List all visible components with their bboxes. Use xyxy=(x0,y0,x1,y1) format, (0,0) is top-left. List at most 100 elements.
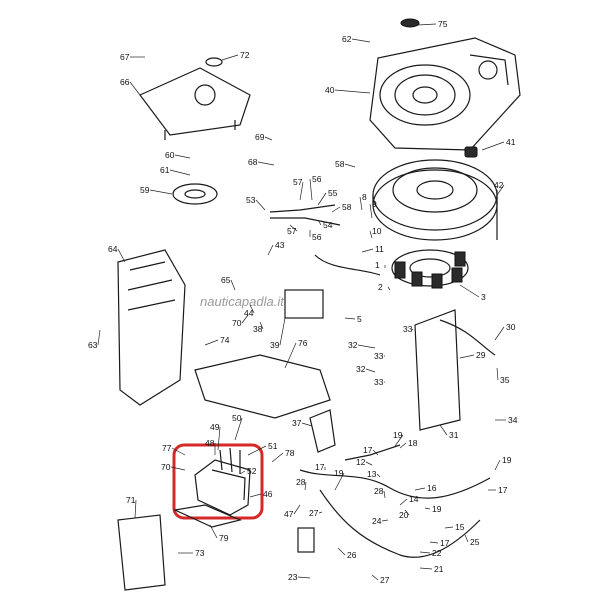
leader-line xyxy=(481,141,505,151)
watermark: nauticapadla.it xyxy=(200,294,285,309)
callout-number: 52 xyxy=(247,466,257,476)
callout-number: 33 xyxy=(374,377,384,387)
callout-number: 65 xyxy=(221,275,231,285)
leader-line xyxy=(149,189,173,195)
callout-number: 27 xyxy=(309,508,319,518)
leader-line xyxy=(459,354,475,359)
callout-number: 58 xyxy=(335,159,345,169)
terminal-board-part xyxy=(414,309,496,431)
callout-number: 67 xyxy=(120,52,130,62)
bracket-71-part xyxy=(117,514,166,591)
callout-number: 58 xyxy=(342,202,352,212)
leader-line xyxy=(371,574,379,581)
leader-line xyxy=(134,499,137,519)
callout-number: 12 xyxy=(356,457,366,467)
callout-number: 78 xyxy=(285,448,295,458)
leader-line xyxy=(369,203,373,219)
callout-number: 16 xyxy=(427,483,437,493)
leader-line xyxy=(365,368,376,373)
leader-line xyxy=(230,279,236,291)
leader-line xyxy=(289,224,298,232)
callout-number: 17 xyxy=(440,538,450,548)
leader-line xyxy=(344,163,356,168)
callout-number: 21 xyxy=(434,564,444,574)
callout-number: 64 xyxy=(108,244,118,254)
leader-line xyxy=(247,445,267,456)
callout-number: 79 xyxy=(219,533,229,543)
leader-line xyxy=(234,417,243,441)
leader-line xyxy=(297,576,311,579)
callout-number: 42 xyxy=(494,180,504,190)
leader-line xyxy=(337,547,346,556)
callout-number: 37 xyxy=(292,418,302,428)
callout-number: 10 xyxy=(372,226,382,236)
leader-line xyxy=(129,81,141,96)
leader-line xyxy=(241,314,249,324)
leader-line xyxy=(444,526,454,529)
callout-number: 60 xyxy=(165,150,175,160)
callout-number: 69 xyxy=(255,132,265,142)
rectifier-part xyxy=(284,289,324,319)
callout-number: 8 xyxy=(362,192,367,202)
leader-line xyxy=(331,206,341,213)
mounting-plate-part xyxy=(117,249,186,406)
callout-number: 57 xyxy=(293,177,303,187)
leader-line xyxy=(404,509,410,516)
leader-line xyxy=(359,196,363,211)
callout-number: 20 xyxy=(399,510,409,520)
callout-number: 14 xyxy=(409,494,419,504)
leader-line xyxy=(255,199,266,211)
leader-line xyxy=(301,422,313,427)
leader-line xyxy=(249,493,262,498)
callout-number: 63 xyxy=(88,340,98,350)
callout-number: 13 xyxy=(367,469,377,479)
callout-number: 49 xyxy=(210,422,220,432)
callout-number: 27 xyxy=(380,575,390,585)
callout-number: 1 xyxy=(375,260,380,270)
leader-line xyxy=(494,326,505,341)
leader-line xyxy=(204,339,219,346)
wire-leads-part xyxy=(269,204,381,276)
leader-line xyxy=(217,426,221,451)
callout-number: 41 xyxy=(506,137,516,147)
leader-line xyxy=(496,184,505,196)
callout-number: 54 xyxy=(323,220,333,230)
power-pack-part xyxy=(194,447,251,516)
leader-line xyxy=(318,511,323,514)
callout-number: 38 xyxy=(253,324,263,334)
leader-line xyxy=(459,284,480,298)
leader-line xyxy=(334,89,371,94)
leader-line xyxy=(494,459,501,471)
callout-number: 30 xyxy=(506,322,516,332)
washer-part xyxy=(205,57,223,67)
electrical-cover-part xyxy=(194,354,331,419)
leader-line xyxy=(376,473,381,478)
callout-number: 32 xyxy=(356,364,366,374)
callout-number: 22 xyxy=(432,548,442,558)
leader-line xyxy=(429,541,439,544)
callout-number: 32 xyxy=(348,340,358,350)
leader-line xyxy=(411,328,414,331)
callout-number: 31 xyxy=(449,430,459,440)
leader-line xyxy=(419,551,431,554)
leader-line xyxy=(271,452,284,463)
leader-line xyxy=(417,23,437,26)
callout-number: 70 xyxy=(232,318,242,328)
callout-number: 17 xyxy=(498,485,508,495)
callout-number: 33 xyxy=(374,351,384,361)
callout-number: 74 xyxy=(220,335,230,345)
callout-number: 66 xyxy=(120,77,130,87)
callout-number: 56 xyxy=(312,174,322,184)
leader-line xyxy=(344,317,356,320)
callout-number: 77 xyxy=(162,443,172,453)
leader-line xyxy=(399,442,407,449)
callout-number: 29 xyxy=(476,350,486,360)
leader-line xyxy=(299,181,304,201)
callout-number: 2 xyxy=(378,282,383,292)
callout-number: 39 xyxy=(270,340,280,350)
callout-number: 50 xyxy=(232,413,242,423)
callout-number: 44 xyxy=(244,308,254,318)
leader-line xyxy=(383,490,386,499)
callout-number: 47 xyxy=(284,509,294,519)
